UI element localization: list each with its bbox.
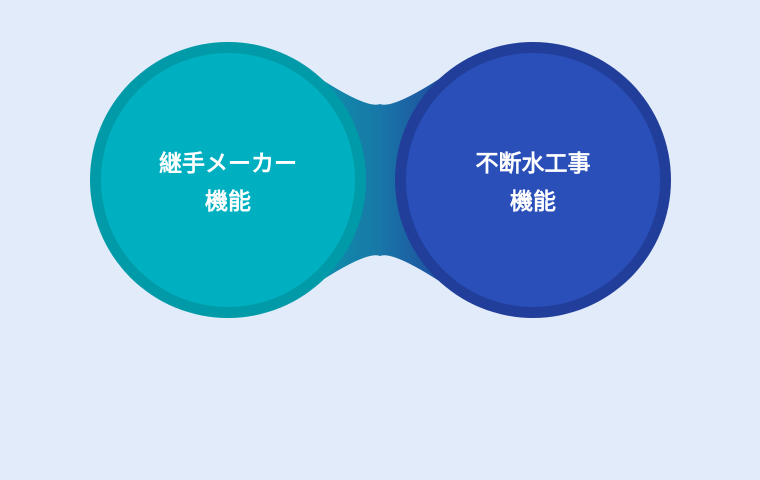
- right-circle-line1: 不断水工事: [475, 151, 591, 177]
- right-circle-line2: 機能: [510, 189, 556, 215]
- right-circle-fill: [406, 53, 660, 307]
- right-circle-label: 不断水工事 機能: [413, 145, 653, 221]
- left-circle-line2: 機能: [205, 189, 251, 215]
- left-circle-label: 継手メーカー 機能: [108, 145, 348, 221]
- left-circle-fill: [101, 53, 355, 307]
- left-circle-line1: 継手メーカー: [159, 151, 297, 177]
